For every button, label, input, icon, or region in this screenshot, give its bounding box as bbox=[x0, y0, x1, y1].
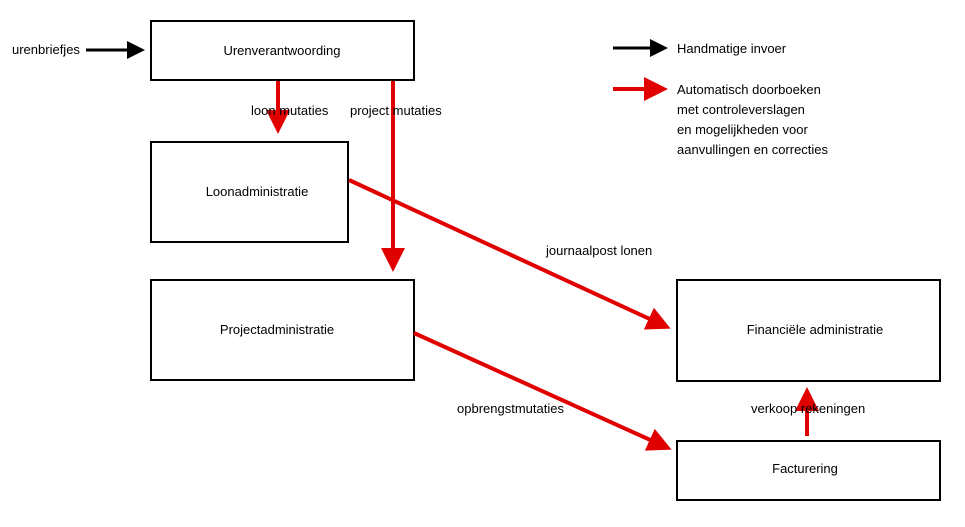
box-financiele-administratie: Financiële administratie bbox=[676, 279, 941, 382]
box-urenverantwoording: Urenverantwoording bbox=[150, 20, 415, 81]
box-facturering: Facturering bbox=[676, 440, 941, 501]
arrow-opbrengstmutaties bbox=[413, 331, 672, 451]
label-loon-mutaties: loon mutaties bbox=[251, 103, 329, 118]
legend-auto-line: met controleverslagen bbox=[677, 102, 805, 117]
legend-auto-line: Automatisch doorboeken bbox=[677, 82, 821, 97]
box-financiele-administratie-label: Financiële administratie bbox=[747, 322, 884, 337]
box-loonadministratie-label: Loonadministratie bbox=[206, 184, 309, 199]
label-journaalpost-lonen: journaalpost lonen bbox=[545, 243, 652, 258]
legend-auto-line: en mogelijkheden voor bbox=[677, 122, 808, 137]
label-opbrengstmutaties: opbrengstmutaties bbox=[457, 401, 564, 416]
box-projectadministratie-label: Projectadministratie bbox=[220, 322, 334, 337]
box-urenverantwoording-label: Urenverantwoording bbox=[223, 43, 340, 58]
box-loonadministratie: Loonadministratie bbox=[150, 141, 349, 243]
legend-auto-line: aanvullingen en correcties bbox=[677, 142, 829, 157]
label-verkoop-rekeningen: verkoop rekeningen bbox=[751, 401, 865, 416]
legend-manual-label: Handmatige invoer bbox=[677, 41, 787, 56]
label-urenbriefjes: urenbriefjes bbox=[12, 42, 80, 57]
label-project-mutaties: project mutaties bbox=[350, 103, 442, 118]
box-facturering-label: Facturering bbox=[772, 461, 838, 476]
arrow-journaalpost-lonen bbox=[348, 178, 671, 330]
box-projectadministratie: Projectadministratie bbox=[150, 279, 415, 381]
legend: Handmatige invoer Automatisch doorboeken… bbox=[613, 39, 829, 157]
